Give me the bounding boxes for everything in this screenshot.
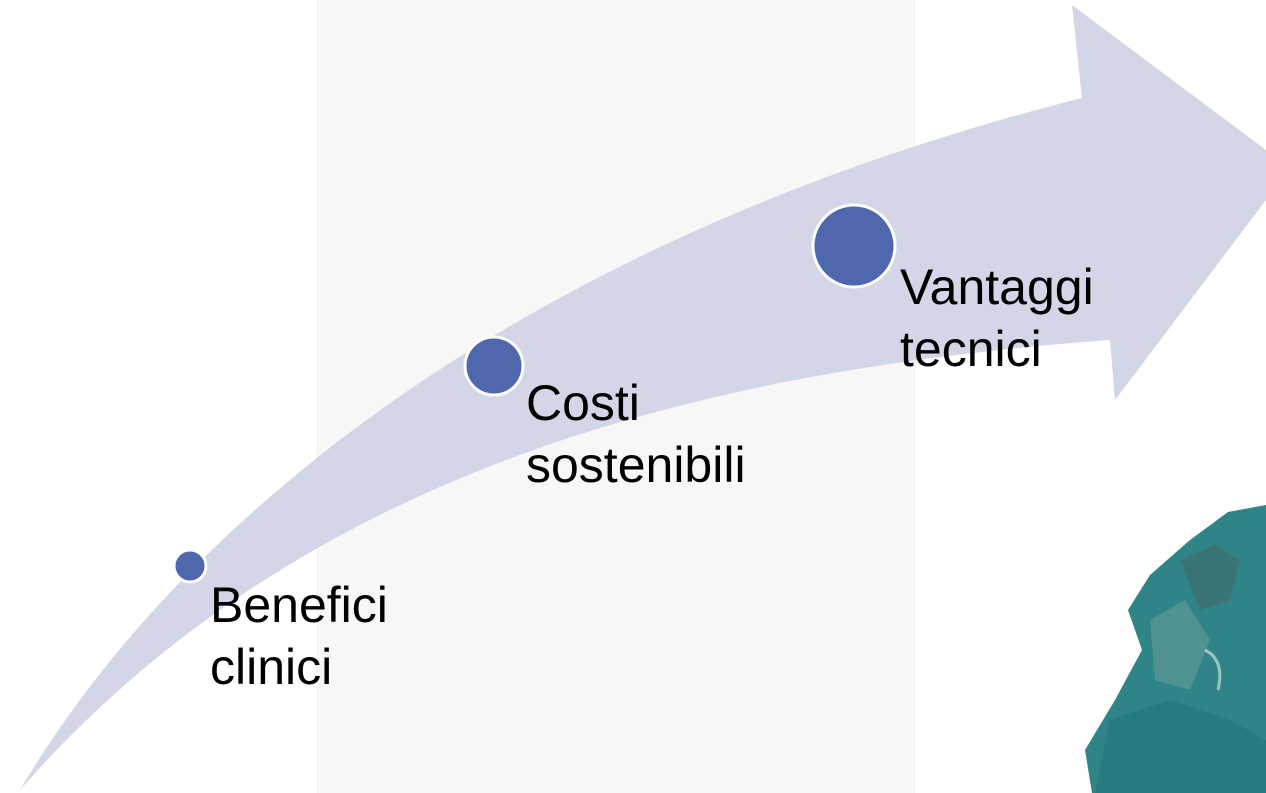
teal-photo-corner <box>1085 505 1266 793</box>
step-label-benefici-clinici: Benefici clinici <box>210 574 388 698</box>
step-label-line: Vantaggi <box>900 259 1094 315</box>
step-label-line: Costi <box>526 375 640 431</box>
arrow-shape <box>20 5 1266 790</box>
step-marker-costi <box>463 335 525 397</box>
step-marker-vantaggi <box>811 203 897 289</box>
step-label-costi-sostenibili: Costi sostenibili <box>526 372 746 496</box>
step-label-line: clinici <box>210 639 333 695</box>
step-label-vantaggi-tecnici: Vantaggi tecnici <box>900 256 1094 380</box>
step-marker-benefici <box>172 548 208 584</box>
step-label-line: sostenibili <box>526 437 746 493</box>
step-label-line: Benefici <box>210 577 388 633</box>
step-label-line: tecnici <box>900 321 1042 377</box>
